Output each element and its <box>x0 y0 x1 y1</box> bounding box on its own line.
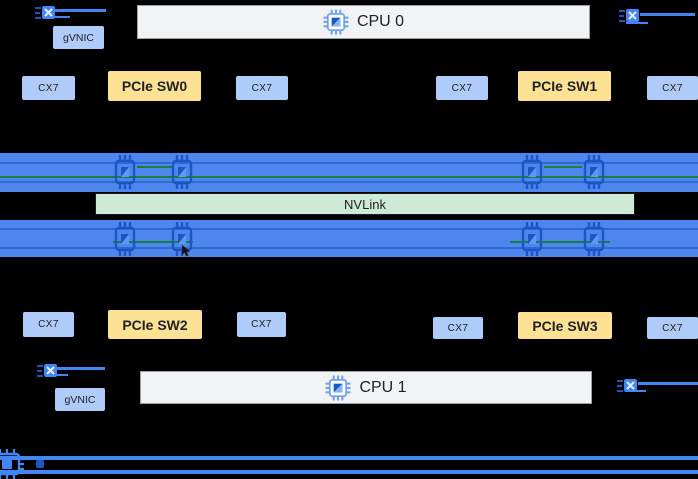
cpu0-label: CPU 0 <box>356 13 405 30</box>
nvlink-bar: NVLink <box>95 193 635 215</box>
gpu-chip-icon <box>113 154 137 190</box>
network-line <box>640 13 695 16</box>
gpu-chip-icon <box>582 154 606 190</box>
gpu-chip-icon <box>582 221 606 257</box>
network-line <box>638 382 698 385</box>
pcie-trace <box>0 162 698 164</box>
gpu-chip-icon <box>520 154 544 190</box>
network-line <box>50 16 70 18</box>
cpu-chip-icon <box>323 9 349 35</box>
gvnic-top-box: gVNIC <box>53 26 104 49</box>
cx7-box: CX7 <box>436 76 488 100</box>
network-line <box>46 9 106 12</box>
pcie-trace <box>0 228 698 230</box>
cx7-box: CX7 <box>647 317 698 339</box>
cpu1-box: CPU 1 <box>140 371 592 404</box>
nvlink-line <box>544 166 582 168</box>
pcie-sw3-label: PCIe SW3 <box>532 317 598 334</box>
cx7-box: CX7 <box>433 317 483 339</box>
cx7-box: CX7 <box>237 312 286 337</box>
cx7-label: CX7 <box>662 82 683 94</box>
network-line <box>626 22 648 24</box>
gpu-chip-icon <box>113 221 137 257</box>
network-line <box>50 374 68 376</box>
network-node-dot <box>36 460 44 468</box>
cx7-box: CX7 <box>236 76 288 100</box>
cx7-label: CX7 <box>447 322 469 334</box>
network-port-icon <box>618 6 642 26</box>
pcie-sw1-box: PCIe SW1 <box>518 71 611 101</box>
gpu-chip-icon <box>170 154 194 190</box>
network-rail <box>0 470 698 474</box>
cx7-label: CX7 <box>251 82 273 94</box>
nvlink-line <box>510 241 610 243</box>
network-port-icon <box>36 361 60 381</box>
gvnic-bottom-label: gVNIC <box>64 393 96 406</box>
cx7-label: CX7 <box>662 322 683 334</box>
cx7-label: CX7 <box>38 82 59 94</box>
pcie-sw1-label: PCIe SW1 <box>531 78 598 94</box>
pcie-sw0-label: PCIe SW0 <box>121 78 188 94</box>
pcie-sw2-label: PCIe SW2 <box>122 316 188 333</box>
pcie-trace <box>0 181 698 183</box>
network-port-icon <box>34 3 58 23</box>
nvlink-label: NVLink <box>344 196 386 212</box>
nvlink-line <box>113 241 193 243</box>
network-port-icon <box>616 376 640 396</box>
cpu1-label: CPU 1 <box>359 378 407 396</box>
nvlink-line <box>137 166 172 168</box>
cpu0-box: CPU 0 <box>137 5 590 39</box>
chip-icon <box>0 449 24 479</box>
cx7-box: CX7 <box>22 76 75 100</box>
gpu-chip-icon <box>520 221 544 257</box>
gvnic-top-label: gVNIC <box>63 31 94 44</box>
cx7-label: CX7 <box>451 82 473 94</box>
cx7-box: CX7 <box>23 312 74 337</box>
network-rail <box>0 456 698 460</box>
cx7-label: CX7 <box>251 319 272 330</box>
pcie-sw3-box: PCIe SW3 <box>518 312 612 339</box>
cx7-label: CX7 <box>38 319 59 330</box>
mouse-cursor <box>182 245 191 257</box>
pcie-sw0-box: PCIe SW0 <box>108 71 201 101</box>
cpu-chip-icon <box>325 375 351 401</box>
cx7-box: CX7 <box>647 76 698 100</box>
pcie-trace <box>0 247 698 249</box>
nvlink-line <box>0 176 698 178</box>
gvnic-bottom-box: gVNIC <box>55 388 105 411</box>
network-line <box>48 367 105 370</box>
pcie-sw2-box: PCIe SW2 <box>108 310 202 339</box>
